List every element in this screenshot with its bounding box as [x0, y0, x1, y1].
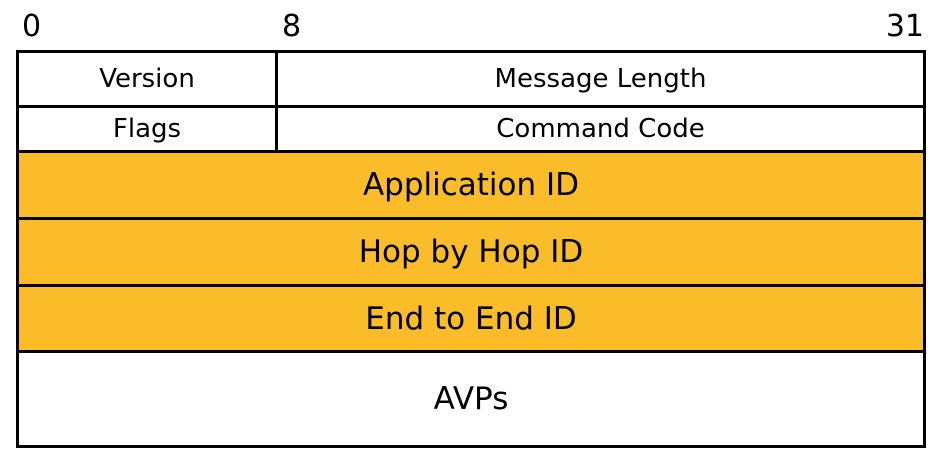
- row-application-id: Application ID: [19, 150, 923, 217]
- row-end-to-end-id: End to End ID: [19, 284, 923, 350]
- row-version-length: Version Message Length: [19, 53, 923, 105]
- row-avps: AVPs: [19, 350, 923, 445]
- row-hop-by-hop-id: Hop by Hop ID: [19, 217, 923, 284]
- field-avps: AVPs: [433, 381, 509, 417]
- field-end-to-end-id: End to End ID: [365, 300, 577, 337]
- field-command-code: Command Code: [496, 114, 705, 144]
- row-flags-command: Flags Command Code: [19, 105, 923, 150]
- field-message-length: Message Length: [494, 64, 707, 94]
- bit-marker-0: 0: [22, 9, 42, 44]
- bit-marker-31: 31: [885, 9, 924, 44]
- diameter-header-diagram: Version Message Length Flags Command Cod…: [16, 50, 926, 448]
- field-flags: Flags: [19, 108, 278, 150]
- bit-marker-8: 8: [282, 9, 302, 44]
- field-version: Version: [19, 53, 278, 105]
- field-hop-by-hop-id: Hop by Hop ID: [358, 234, 584, 270]
- field-application-id: Application ID: [362, 167, 580, 203]
